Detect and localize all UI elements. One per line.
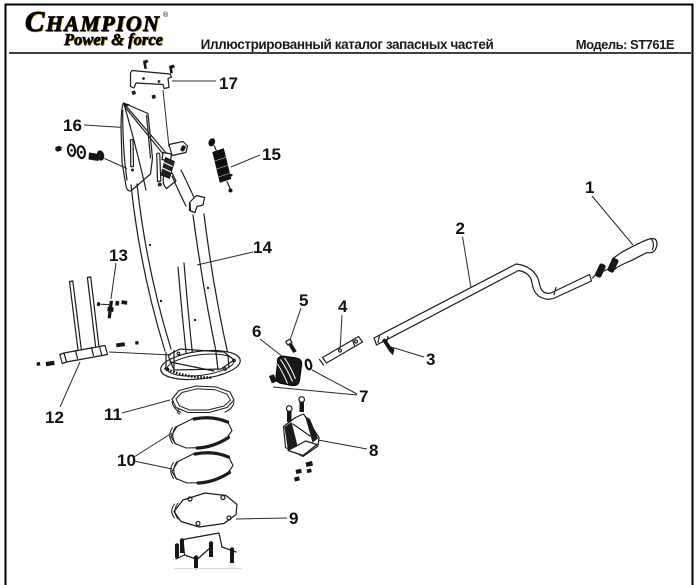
svg-text:C: C xyxy=(25,6,45,38)
svg-text:10: 10 xyxy=(117,451,136,470)
svg-text:13: 13 xyxy=(109,246,128,265)
svg-text:1: 1 xyxy=(585,178,594,197)
svg-text:14: 14 xyxy=(253,238,272,257)
svg-text:9: 9 xyxy=(289,509,298,528)
svg-text:11: 11 xyxy=(104,405,122,424)
svg-text:8: 8 xyxy=(369,441,378,460)
svg-text:16: 16 xyxy=(63,116,82,135)
svg-text:Модель: ST761E: Модель: ST761E xyxy=(576,37,675,52)
svg-text:3: 3 xyxy=(426,350,435,369)
svg-text:5: 5 xyxy=(299,291,308,310)
svg-text:15: 15 xyxy=(262,145,281,164)
svg-text:6: 6 xyxy=(252,322,261,341)
svg-text:®: ® xyxy=(163,11,169,19)
svg-text:Иллюстрированный каталог запас: Иллюстрированный каталог запасных частей xyxy=(201,37,494,52)
svg-text:C: C xyxy=(26,7,46,39)
svg-text:7: 7 xyxy=(359,387,368,406)
svg-text:17: 17 xyxy=(219,74,238,93)
svg-text:Power & force: Power & force xyxy=(64,31,164,50)
svg-text:2: 2 xyxy=(456,219,465,238)
svg-text:Power & force: Power & force xyxy=(63,30,163,49)
svg-text:HAMPION: HAMPION xyxy=(45,11,160,36)
svg-text:HAMPION: HAMPION xyxy=(46,12,161,37)
svg-text:12: 12 xyxy=(45,408,64,427)
svg-text:4: 4 xyxy=(338,297,348,316)
